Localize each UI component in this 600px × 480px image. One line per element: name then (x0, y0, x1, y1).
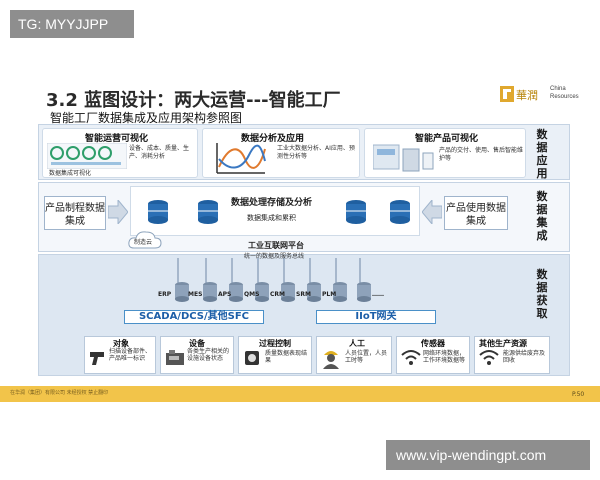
watermark-top: TG: MYYJJPP (10, 10, 134, 38)
server-icon (357, 282, 371, 302)
database-icon (390, 200, 410, 224)
server-icon (203, 282, 217, 302)
cloud-label: 制造云 (134, 239, 153, 246)
app-card-operations-title: 智能运营可视化 (85, 134, 149, 144)
china-resources-logo: 華潤 China Resources (500, 84, 580, 106)
source-card-manual: 人工 人员位置，人员工时等 (316, 336, 392, 374)
platform-subtitle: 统一的数据及服务总线 (244, 253, 305, 260)
gauge-icon (245, 351, 259, 365)
source-card-equipment: 设备 各类生产相关的设施设备状态 (160, 336, 234, 374)
layer-label-application: 数据应用 (536, 128, 548, 180)
source-desc-equipment: 各类生产相关的设施设备状态 (187, 348, 230, 362)
database-icon (148, 200, 168, 224)
app-card-operations: 智能运营可视化 设备、成本、质量、生产、消耗分析 数据集成可视化 (42, 128, 198, 178)
wifi-sensor-icon (401, 350, 421, 365)
page-number: P.50 (572, 391, 585, 398)
scanner-gun-icon (90, 352, 104, 365)
source-card-object: 对象 扫描设备部件、产品唯一标识 (84, 336, 156, 374)
system-label-more: …… (372, 291, 384, 298)
database-icon (198, 200, 218, 224)
source-title-manual: 人工 (349, 339, 365, 348)
system-label-aps: APS (218, 291, 232, 298)
logo-chinese-text: 華潤 (516, 89, 538, 102)
worker-icon (323, 351, 339, 369)
source-card-process-control: 过程控制 质量数据表现结果 (238, 336, 312, 374)
source-card-sensor: 传感器 网络环境数据，工作环境数据等 (396, 336, 470, 374)
processing-subtitle: 数据集成和累积 (247, 214, 296, 222)
slide-subtitle: 智能工厂数据集成及应用架构参照图 (50, 111, 243, 125)
processing-title: 数据处理存储及分析 (231, 198, 313, 208)
system-connector-lines (177, 258, 361, 286)
process-data-integration-box: 产品制程数据集成 (44, 196, 106, 230)
iiot-gateway-bar: IIoT网关 (316, 310, 436, 324)
source-card-other-resources: 其他生产资源 能源供给废弃及回收 (474, 336, 550, 374)
app-card-analysis-desc: 工业大数据分析、AI应用、预测性分析等 (277, 145, 355, 160)
dashboard-gauges-icon (47, 143, 127, 169)
system-label-crm: CRM (270, 291, 285, 298)
server-icon (307, 282, 321, 302)
source-desc-process-control: 质量数据表现结果 (265, 350, 308, 364)
server-icon (255, 282, 269, 302)
database-icon (346, 200, 366, 224)
source-desc-sensor: 网络环境数据，工作环境数据等 (423, 350, 466, 364)
server-icon (175, 282, 189, 302)
system-label-erp: ERP (158, 291, 172, 298)
app-card-analysis-title: 数据分析及应用 (241, 134, 305, 144)
platform-title: 工业互联网平台 (248, 241, 304, 250)
footer-text: 在华润（集团）有限公司 未经授权 禁止翻印 (10, 390, 109, 396)
app-card-operations-desc: 设备、成本、质量、生产、消耗分析 (129, 145, 190, 160)
app-card-analysis: 数据分析及应用 工业大数据分析、AI应用、预测性分析等 (202, 128, 360, 178)
source-title-other-resources: 其他生产资源 (479, 339, 527, 348)
product-devices-icon (373, 144, 434, 172)
source-title-equipment: 设备 (189, 339, 205, 348)
system-label-srm: SRM (296, 291, 311, 298)
scada-dcs-bar: SCADA/DCS/其他SFC (124, 310, 264, 324)
source-desc-manual: 人员位置，人员工时等 (345, 350, 388, 364)
usage-data-integration-box: 产品使用数据集成 (444, 196, 508, 230)
watermark-bottom: www.vip-wendingpt.com (386, 440, 590, 470)
app-card-product-title: 智能产品可视化 (415, 134, 479, 144)
source-desc-other-resources: 能源供给废弃及回收 (503, 350, 546, 364)
server-icon (333, 282, 347, 302)
source-title-object: 对象 (113, 339, 129, 348)
wifi-signal-icon (479, 350, 499, 365)
right-arrow-icon (108, 200, 128, 224)
server-icon (281, 282, 295, 302)
logo-mark-icon (500, 86, 514, 102)
logo-english-text: China Resources (550, 86, 579, 100)
footer-bar (0, 386, 600, 402)
slide-title: 3.2 蓝图设计：两大运营---智能工厂 (46, 90, 341, 111)
source-title-sensor: 传感器 (421, 339, 445, 348)
app-card-product: 智能产品可视化 产品的交付、使用、售后智能维护等 (364, 128, 526, 178)
system-label-qms: QMS (244, 291, 260, 298)
app-card-product-desc: 产品的交付、使用、售后智能维护等 (439, 147, 524, 162)
system-label-mes: MES (188, 291, 203, 298)
cloud-icon (128, 231, 162, 249)
app-card-operations-note: 数据集成可视化 (49, 170, 92, 177)
machine-icon (166, 350, 184, 365)
layer-label-integration: 数据集成 (536, 190, 548, 242)
layer-label-acquisition: 数据获取 (536, 268, 548, 320)
analytics-chart-icon (216, 143, 266, 174)
server-icon (229, 282, 243, 302)
system-label-plm: PLM (322, 291, 337, 298)
enterprise-systems-row: ERP MES APS QMS CRM SRM PLM …… (158, 280, 394, 304)
data-processing-panel: 数据处理存储及分析 数据集成和累积 (130, 186, 420, 236)
source-desc-object: 扫描设备部件、产品唯一标识 (109, 348, 152, 362)
source-title-process-control: 过程控制 (259, 339, 291, 348)
left-arrow-icon (422, 200, 442, 224)
